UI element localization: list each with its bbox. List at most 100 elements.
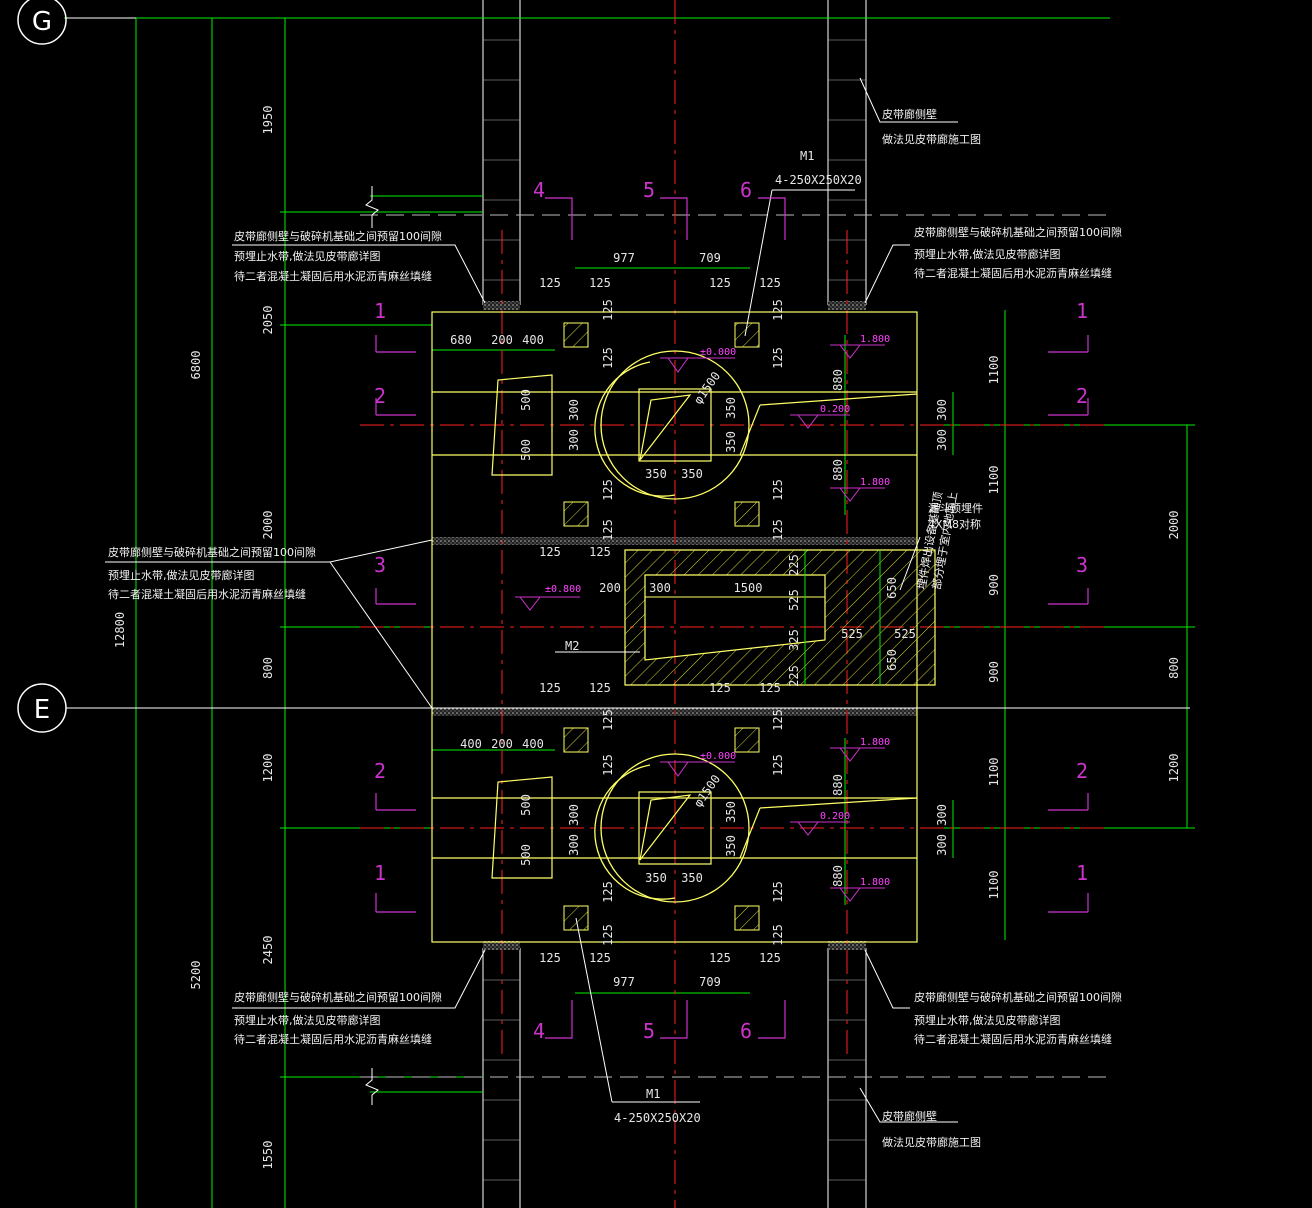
dim-125-m4: 125	[589, 681, 611, 695]
dim-5200: 5200	[189, 961, 203, 990]
note-tr-3: 待二者混凝土凝固后用水泥沥青麻丝填缝	[914, 266, 1112, 280]
dim-125-m2: 125	[589, 545, 611, 559]
dim-125-v6: 125	[601, 519, 615, 541]
dim-125-v2: 125	[601, 347, 615, 369]
note-tl-3: 待二者混凝土凝固后用水泥沥青麻丝填缝	[234, 269, 432, 283]
dim-125-v3: 125	[771, 299, 785, 321]
dim-500-a: 500	[519, 389, 533, 411]
elev-200-a: 0.200	[820, 404, 850, 415]
bolt-title: 漏斗预埋件	[928, 502, 983, 515]
m1-label-top: M1	[800, 149, 814, 163]
sec-2-br: 2	[1076, 759, 1088, 783]
dim-525-m2-a: 525	[841, 627, 863, 641]
axis-label-g: G	[32, 7, 52, 37]
dim-225-m2-a: 225	[787, 554, 801, 576]
dim-125-b2: 125	[589, 951, 611, 965]
sec-2-tr: 2	[1076, 384, 1088, 408]
dim-977-top: 977	[613, 251, 635, 265]
section-labels: 1 1 2 2 3 3 2 2 1 1 4 5 6 4 5 6	[374, 178, 1088, 1043]
sec-1-bl: 1	[374, 861, 386, 885]
sec-3-r: 3	[1076, 553, 1088, 577]
dim-680: 680	[450, 333, 472, 347]
sec-1-tr: 1	[1076, 299, 1088, 323]
m2-label: M2	[565, 639, 579, 653]
sec-4-bottom: 4	[533, 1019, 545, 1043]
dim-325-m2: 325	[787, 629, 801, 651]
note-bl-1: 皮带廊侧壁与破碎机基础之间预留100间隙	[234, 990, 442, 1004]
elev-1800-d: 1.800	[860, 877, 890, 888]
dim-525-m2-v: 525	[787, 589, 801, 611]
dim-200-m2: 200	[599, 581, 621, 595]
rdim-300-a2: 300	[935, 429, 949, 451]
sec-2-bl: 2	[374, 759, 386, 783]
elev-0-top: ±0.000	[700, 347, 736, 358]
dim-2450: 2450	[261, 936, 275, 965]
rdim-300-b2: 300	[935, 834, 949, 856]
axis-bubbles: G E	[17, 0, 1190, 733]
note-tr-1: 皮带廊侧壁与破碎机基础之间预留100间隙	[914, 225, 1122, 239]
sec-6-bottom: 6	[740, 1019, 752, 1043]
dim-125-v5: 125	[601, 479, 615, 501]
dim-350-h2: 350	[681, 467, 703, 481]
dim-880-b: 880	[831, 459, 845, 481]
sec-1-tl: 1	[374, 299, 386, 323]
dim-350-v3: 350	[724, 801, 738, 823]
dim-125-v8: 125	[771, 519, 785, 541]
dim-300-d: 300	[567, 834, 581, 856]
elev-800: ±0.800	[545, 584, 581, 595]
sec-5-top: 5	[643, 178, 655, 202]
dim-125-v14: 125	[601, 924, 615, 946]
dim-125-t1: 125	[539, 276, 561, 290]
rdim-1100-a: 1100	[987, 356, 1001, 385]
sec-2-tl: 2	[374, 384, 386, 408]
rdim-300-a: 300	[935, 399, 949, 421]
dim-2050: 2050	[261, 306, 275, 335]
diameter-bottom: φ1500	[691, 772, 723, 810]
hopper-m2	[624, 549, 936, 686]
dim-125-v4: 125	[771, 347, 785, 369]
dim-650-m2-b: 650	[885, 649, 899, 671]
elev-1800-b: 1.800	[860, 477, 890, 488]
rdim-1100-c: 1100	[987, 758, 1001, 787]
dim-709-bottom: 709	[699, 975, 721, 989]
wall-note-bottom-1: 皮带廊侧壁	[882, 1109, 937, 1123]
elev-1800-c: 1.800	[860, 737, 890, 748]
dim-1500-m2: 1500	[734, 581, 763, 595]
right-dimensions: 1100 1100 900 900 1100 1100 300 300 300 …	[935, 356, 1181, 900]
m1-label-bottom: M1	[646, 1087, 660, 1101]
dim-350-h1: 350	[645, 467, 667, 481]
dim-1950: 1950	[261, 106, 275, 135]
rdim-1100-d: 1100	[987, 871, 1001, 900]
diameter-top: φ1500	[691, 369, 723, 407]
bolt-spec: 4XM8对称	[928, 517, 981, 531]
corridor-walls	[482, 0, 867, 1208]
dim-200-top: 200	[491, 333, 513, 347]
dim-125-m1: 125	[539, 545, 561, 559]
dim-350-v4: 350	[724, 835, 738, 857]
dim-125-v9: 125	[601, 709, 615, 731]
wall-note-bottom-2: 做法见皮带廊施工图	[882, 1135, 981, 1149]
dim-125-t2: 125	[589, 276, 611, 290]
dim-400-low-b: 400	[522, 737, 544, 751]
plan-dimensions: 977 709 125 125 125 125 680 200 400 400 …	[450, 251, 916, 989]
m1-spec-top: 4-250X250X20	[775, 173, 862, 187]
note-tr-2: 预埋止水带,做法见皮带廊详图	[914, 247, 1061, 261]
section-marker-brackets	[375, 197, 1089, 1039]
sec-1-br: 1	[1076, 861, 1088, 885]
dim-125-v13: 125	[601, 881, 615, 903]
dim-880-c: 880	[831, 774, 845, 796]
dim-880-a: 880	[831, 369, 845, 391]
note-ml-3: 待二者混凝土凝固后用水泥沥青麻丝填缝	[108, 587, 306, 601]
dim-125-v15: 125	[771, 881, 785, 903]
rdim-900-a: 900	[987, 574, 1001, 596]
dim-350-v2: 350	[724, 431, 738, 453]
sec-5-bottom: 5	[643, 1019, 655, 1043]
sec-4-top: 4	[533, 178, 545, 202]
funnel-circles	[594, 350, 750, 903]
dim-125-v11: 125	[771, 709, 785, 731]
dim-125-b4: 125	[759, 951, 781, 965]
dim-2000: 2000	[261, 511, 275, 540]
dim-500-c: 500	[519, 794, 533, 816]
dim-800: 800	[261, 657, 275, 679]
dim-225-m2-b: 225	[787, 665, 801, 687]
